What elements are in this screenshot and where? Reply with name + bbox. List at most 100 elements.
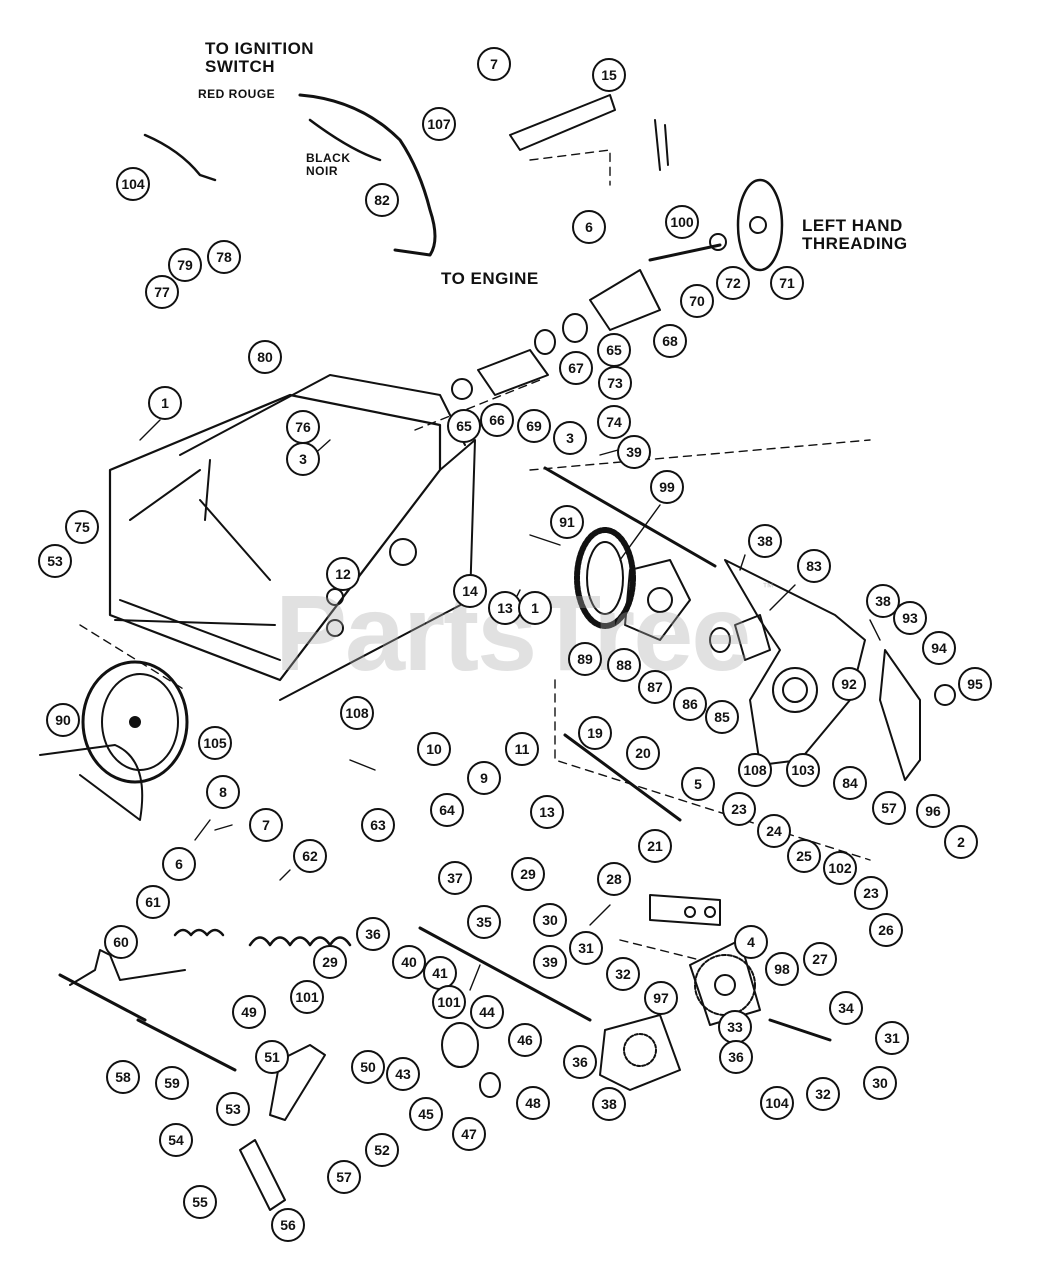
callout: 7 — [477, 47, 511, 81]
callout: 43 — [386, 1057, 420, 1091]
callout: 38 — [866, 584, 900, 618]
callout: 76 — [286, 410, 320, 444]
callout: 88 — [607, 648, 641, 682]
callout: 35 — [467, 905, 501, 939]
callout: 62 — [293, 839, 327, 873]
callout: 29 — [511, 857, 545, 891]
label-red-rouge: RED ROUGE — [198, 87, 276, 101]
callout: 77 — [145, 275, 179, 309]
callout: 97 — [644, 981, 678, 1015]
callout: 27 — [803, 942, 837, 976]
callout: 71 — [770, 266, 804, 300]
callout: 55 — [183, 1185, 217, 1219]
callout: 92 — [832, 667, 866, 701]
callout: 58 — [106, 1060, 140, 1094]
callout: 93 — [893, 601, 927, 635]
callout: 20 — [626, 736, 660, 770]
callout: 3 — [553, 421, 587, 455]
watermark-trademark: ™ — [762, 580, 774, 594]
callout: 102 — [823, 851, 857, 885]
callout: 79 — [168, 248, 202, 282]
callout: 95 — [958, 667, 992, 701]
callout: 34 — [829, 991, 863, 1025]
callout: 66 — [480, 403, 514, 437]
callout: 23 — [854, 876, 888, 910]
callout: 70 — [680, 284, 714, 318]
callout: 38 — [748, 524, 782, 558]
callout: 11 — [505, 732, 539, 766]
callout: 41 — [423, 956, 457, 990]
callout: 23 — [722, 792, 756, 826]
callout: 39 — [533, 945, 567, 979]
callout: 98 — [765, 952, 799, 986]
callout: 8 — [206, 775, 240, 809]
callout: 3 — [286, 442, 320, 476]
pulley-105 — [81, 660, 189, 784]
callout: 1 — [148, 386, 182, 420]
callout: 44 — [470, 995, 504, 1029]
callout: 32 — [606, 957, 640, 991]
callout: 87 — [638, 670, 672, 704]
label-left-hand-threading: LEFT HAND THREADING — [802, 216, 908, 253]
callout: 65 — [597, 333, 631, 367]
label-to-ignition-switch: TO IGNITION SWITCH — [205, 39, 315, 76]
callout: 36 — [719, 1040, 753, 1074]
callout: 47 — [452, 1117, 486, 1151]
callout: 28 — [597, 862, 631, 896]
gear-89 — [574, 527, 636, 629]
callout: 30 — [533, 903, 567, 937]
callout: 86 — [673, 687, 707, 721]
callout: 36 — [356, 917, 390, 951]
callout: 61 — [136, 885, 170, 919]
callout: 103 — [786, 753, 820, 787]
callout: 72 — [716, 266, 750, 300]
callout: 33 — [718, 1010, 752, 1044]
callout: 45 — [409, 1097, 443, 1131]
callout: 90 — [46, 703, 80, 737]
callout: 32 — [806, 1077, 840, 1111]
callout: 78 — [207, 240, 241, 274]
callout: 82 — [365, 183, 399, 217]
callout: 6 — [572, 210, 606, 244]
callout: 85 — [705, 700, 739, 734]
callout: 101 — [290, 980, 324, 1014]
callout: 38 — [592, 1087, 626, 1121]
housing-side — [279, 439, 476, 701]
callout: 52 — [365, 1133, 399, 1167]
callout: 80 — [248, 340, 282, 374]
label-black-noir: BLACK NOIR — [306, 151, 351, 178]
callout: 108 — [340, 696, 374, 730]
housing-top — [179, 374, 466, 456]
callout: 9 — [467, 761, 501, 795]
callout: 4 — [734, 925, 768, 959]
callout: 68 — [653, 324, 687, 358]
callout: 69 — [517, 409, 551, 443]
callout: 60 — [104, 925, 138, 959]
callout: 5 — [681, 767, 715, 801]
callout: 31 — [875, 1021, 909, 1055]
callout: 65 — [447, 409, 481, 443]
callout: 104 — [116, 167, 150, 201]
callout: 105 — [198, 726, 232, 760]
callout: 50 — [351, 1050, 385, 1084]
label-to-engine: TO ENGINE — [441, 269, 539, 288]
callout: 59 — [155, 1066, 189, 1100]
callout: 53 — [38, 544, 72, 578]
callout: 36 — [563, 1045, 597, 1079]
callout: 10 — [417, 732, 451, 766]
callout: 96 — [916, 794, 950, 828]
callout: 40 — [392, 945, 426, 979]
callout: 84 — [833, 766, 867, 800]
callout: 30 — [863, 1066, 897, 1100]
callout: 74 — [597, 405, 631, 439]
callout: 75 — [65, 510, 99, 544]
callout: 31 — [569, 931, 603, 965]
callout: 29 — [313, 945, 347, 979]
callout: 67 — [559, 351, 593, 385]
callout: 25 — [787, 839, 821, 873]
callout: 7 — [249, 808, 283, 842]
callout: 51 — [255, 1040, 289, 1074]
callout: 99 — [650, 470, 684, 504]
callout: 104 — [760, 1086, 794, 1120]
callout: 64 — [430, 793, 464, 827]
